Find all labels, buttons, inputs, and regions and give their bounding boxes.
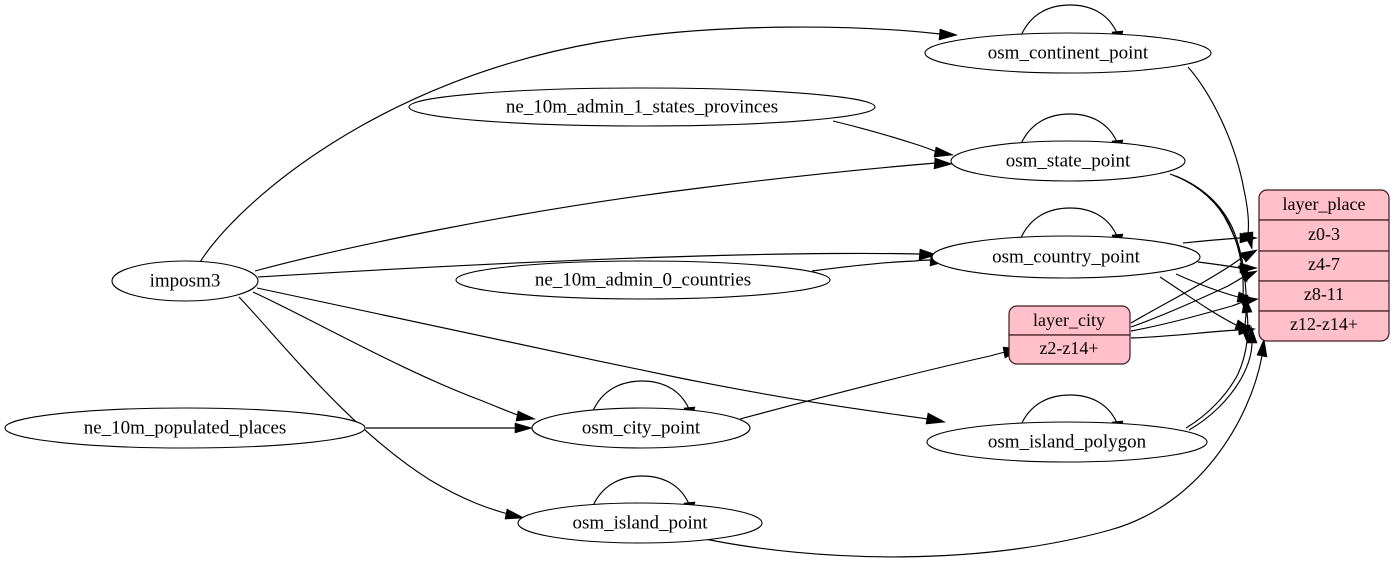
node-ne_10m_admin_1_states_provinces[interactable]: ne_10m_admin_1_states_provinces <box>408 87 876 127</box>
node-osm_island_point[interactable]: osm_island_point <box>517 502 763 544</box>
edge-osm_island_polygon-to-layer_place-z12-z14 <box>1188 324 1258 431</box>
edge-imposm3-to-osm_continent_point <box>199 26 958 263</box>
edge-ne_populated-to-osm_city_point <box>366 422 534 434</box>
node-osm_island_polygon[interactable]: osm_island_polygon <box>926 421 1208 463</box>
edge-osm_continent_point-to-layer_place-z0-3 <box>1187 66 1254 251</box>
node-ne_10m_populated_places[interactable]: ne_10m_populated_places <box>4 407 366 449</box>
edge-osm_state_point-to-layer_place-z8-11 <box>1172 174 1249 314</box>
node-layer: imposm3 ne_10m_admin_1_states_provinces … <box>4 32 1390 544</box>
edge-layer_city-to-layer_place-z12-z14 <box>1130 324 1257 339</box>
edge-layer_city-to-layer_place-z4-7 <box>1130 270 1258 328</box>
edge-imposm3-to-osm_island_polygon <box>256 287 947 425</box>
node-imposm3[interactable]: imposm3 <box>111 260 259 302</box>
node-osm_country_point[interactable]: osm_country_point <box>931 235 1201 279</box>
edge-layer_city-to-layer_place-z0-3 <box>1130 249 1258 324</box>
edge-osm_island_polygon-to-layer_place-z8-11 <box>1185 294 1253 429</box>
node-layer_city[interactable]: layer_city z2-z14+ <box>1008 305 1131 365</box>
edge-imposm3-to-osm_country_point <box>257 248 938 278</box>
edge-osm_country_point-to-layer_place-z4-7 <box>1197 261 1259 274</box>
edge-imposm3-to-osm_city_point <box>252 291 537 422</box>
node-layer_place[interactable]: layer_place z0-3 z4-7 z8-11 z12-z14+ <box>1258 189 1390 342</box>
edge-osm_island_point-to-layer_place-z12-z14 <box>699 337 1268 558</box>
edge-osm_country_point-to-layer_place-z0-3 <box>1182 232 1259 244</box>
node-osm_continent_point[interactable]: osm_continent_point <box>924 32 1212 74</box>
node-osm_city_point[interactable]: osm_city_point <box>531 407 751 449</box>
edge-imposm3-to-osm_state_point <box>254 157 953 272</box>
node-osm_state_point[interactable]: osm_state_point <box>950 140 1186 182</box>
edge-osm_city_point-to-layer_city <box>739 346 1022 420</box>
edge-ne_states-to-osm_state_point <box>832 120 955 158</box>
edge-imposm3-to-osm_island_point <box>238 296 526 520</box>
node-ne_10m_admin_0_countries[interactable]: ne_10m_admin_0_countries <box>455 260 831 300</box>
